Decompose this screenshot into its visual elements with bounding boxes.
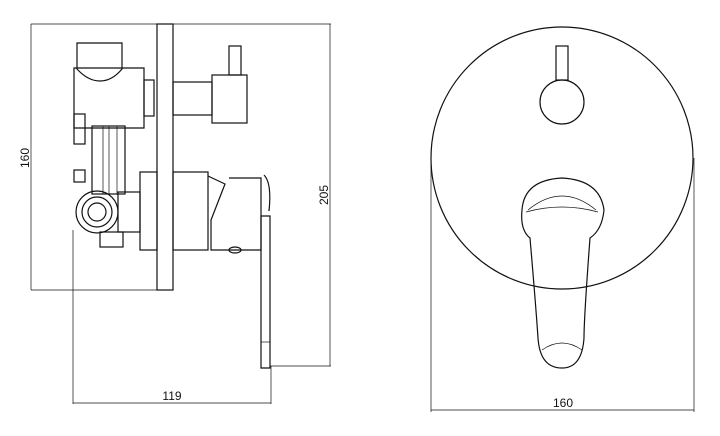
valve-body <box>73 42 158 251</box>
cover-plate <box>430 26 694 290</box>
diverter-pin <box>555 45 569 81</box>
diverter-knob-front <box>539 79 585 125</box>
depth-dimension-label: 119 <box>162 389 181 403</box>
wall-plate <box>156 23 174 291</box>
height-dimension-label: 160 <box>18 148 32 168</box>
side-view: 160 205 119 <box>18 23 331 404</box>
front-view: 160 <box>430 26 695 412</box>
dimension-lines-side <box>30 23 331 404</box>
lever-handle-front <box>521 177 605 369</box>
lever-handle <box>172 171 271 369</box>
total-height-dimension-label: 205 <box>317 185 331 205</box>
diameter-dimension-label: 160 <box>553 396 573 410</box>
diverter-knob <box>172 45 248 124</box>
